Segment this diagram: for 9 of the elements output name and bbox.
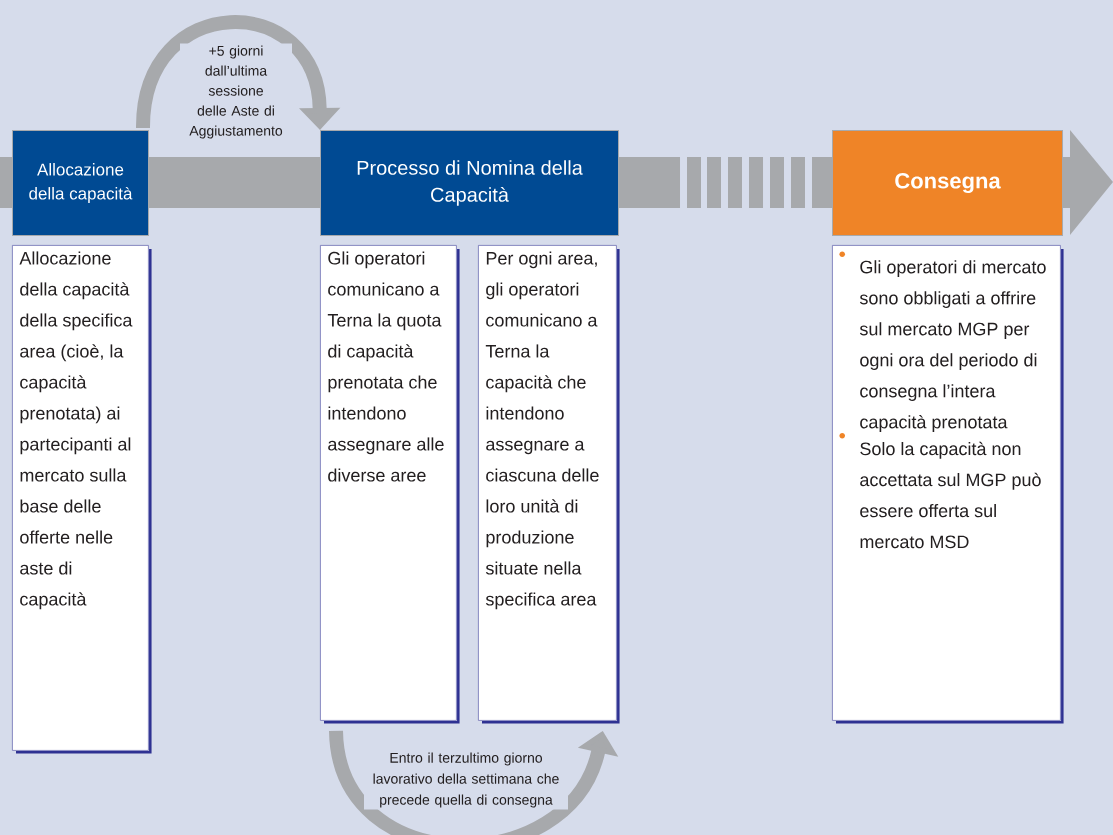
edge-label: +5 giorni dall’ultima sessione delle Aste di Aggiustamento	[180, 43, 292, 141]
text-box: Gli operatori di mercato sono obbligati a offrire sul mercato MGP per ogni ora del periodo di consegna l’intera capacità prenotata Solo la capacità non accettata sul MGP può essere offerta sul mercato MSD	[832, 245, 1064, 724]
text-box: Gli operatori comunicano a Terna la quota di capacità prenotata che intendono assegnare alle diverse aree	[320, 245, 460, 724]
step-box: Consegna	[832, 130, 1063, 236]
step-box: Processo di Nomina della Capacità	[320, 130, 619, 236]
text-box: Per ogni area, gli operatori comunicano a Terna la capacità che intendono assegnare a ciascuna delle loro unità di produzione situate nella specifica area	[478, 245, 620, 724]
text-box: Allocazione della capacità della specifica area (cioè, la capacità prenotata) ai partecipanti al mercato sulla base delle offerte nelle aste di capacità	[12, 245, 152, 754]
step-box: Allocazione della capacità	[12, 130, 149, 236]
edge-label: Entro il terzultimo giorno lavorativo della settimana che precede quella di consegna	[364, 750, 568, 810]
